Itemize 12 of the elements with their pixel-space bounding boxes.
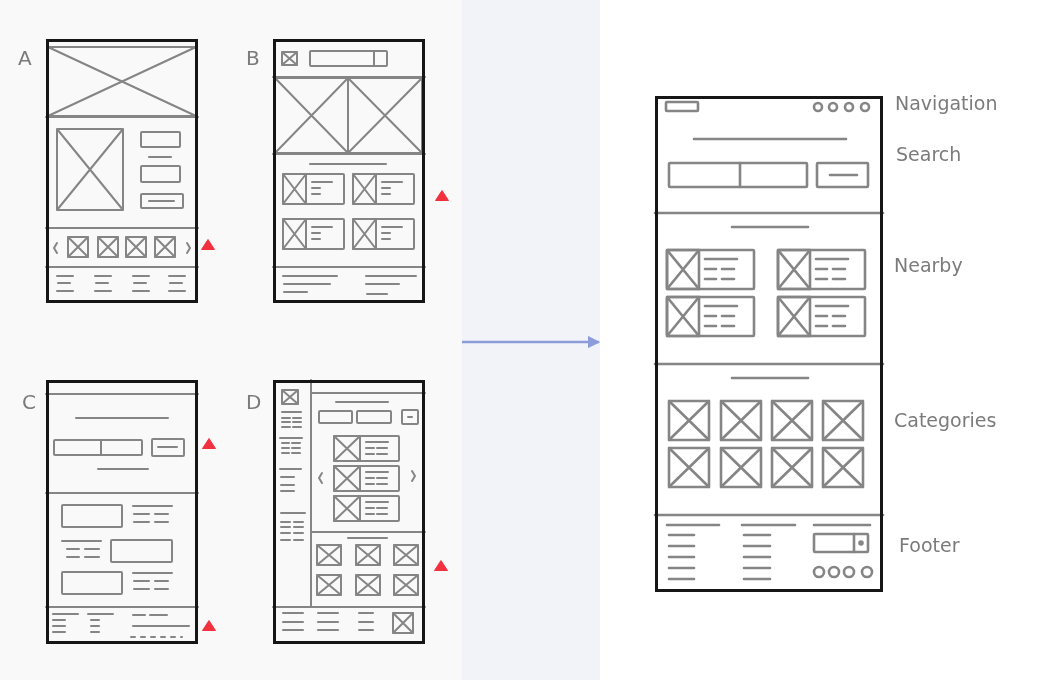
section-label: Search <box>896 143 962 165</box>
section-label: Nearby <box>894 254 963 276</box>
section-label: Navigation <box>895 92 998 114</box>
sketch-label: A <box>18 47 32 69</box>
section-label: Categories <box>894 409 997 431</box>
section-label: Footer <box>899 534 960 556</box>
panel-background <box>600 0 1058 680</box>
sketch-label: D <box>246 391 262 413</box>
sketch-label: B <box>246 47 260 69</box>
arrow <box>462 335 601 349</box>
panel-background <box>0 0 462 680</box>
sketch-label: C <box>22 391 36 413</box>
